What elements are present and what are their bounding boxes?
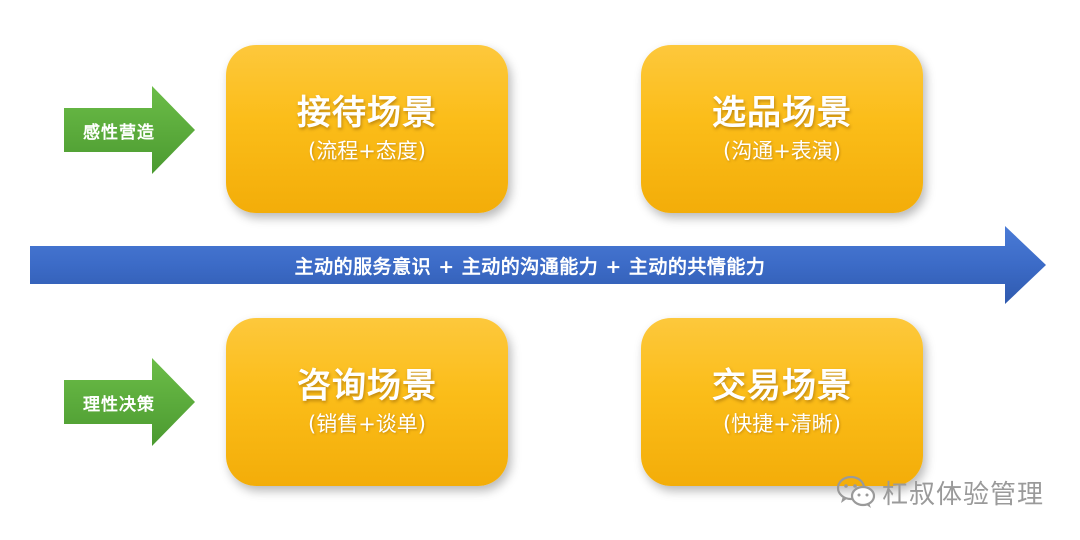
deal-scene-card: 交易场景 (快捷+清晰) <box>641 318 923 486</box>
rational-arrow-label: 理性决策 <box>83 394 155 415</box>
rational-arrow-shape <box>64 358 195 446</box>
selection-scene-subtitle: (沟通+表演) <box>723 138 841 163</box>
emotional-arrow-label: 感性营造 <box>83 122 155 143</box>
rational-arrow: 理性决策 <box>64 358 196 446</box>
consult-scene-subtitle: (销售+谈单) <box>308 411 426 436</box>
main-arrow: 主动的服务意识 + 主动的沟通能力 + 主动的共情能力 <box>30 226 1048 304</box>
selection-scene-title: 选品场景 <box>712 92 852 133</box>
wechat-icon <box>836 474 876 510</box>
watermark-text: 杠叔体验管理 <box>882 479 1045 510</box>
emotional-arrow: 感性营造 <box>64 86 196 174</box>
emotional-arrow-shape <box>64 86 195 174</box>
main-arrow-label: 主动的服务意识 + 主动的沟通能力 + 主动的共情能力 <box>294 255 766 278</box>
reception-scene-title: 接待场景 <box>297 92 437 133</box>
consult-scene-card: 咨询场景 (销售+谈单) <box>226 318 508 486</box>
consult-scene-title: 咨询场景 <box>297 365 437 406</box>
reception-scene-card: 接待场景 (流程+态度) <box>226 45 508 213</box>
deal-scene-title: 交易场景 <box>712 365 852 406</box>
watermark: 杠叔体验管理 <box>836 472 1044 512</box>
selection-scene-card: 选品场景 (沟通+表演) <box>641 45 923 213</box>
deal-scene-subtitle: (快捷+清晰) <box>723 411 841 436</box>
reception-scene-subtitle: (流程+态度) <box>308 138 426 163</box>
main-arrow-shape <box>30 226 1046 304</box>
